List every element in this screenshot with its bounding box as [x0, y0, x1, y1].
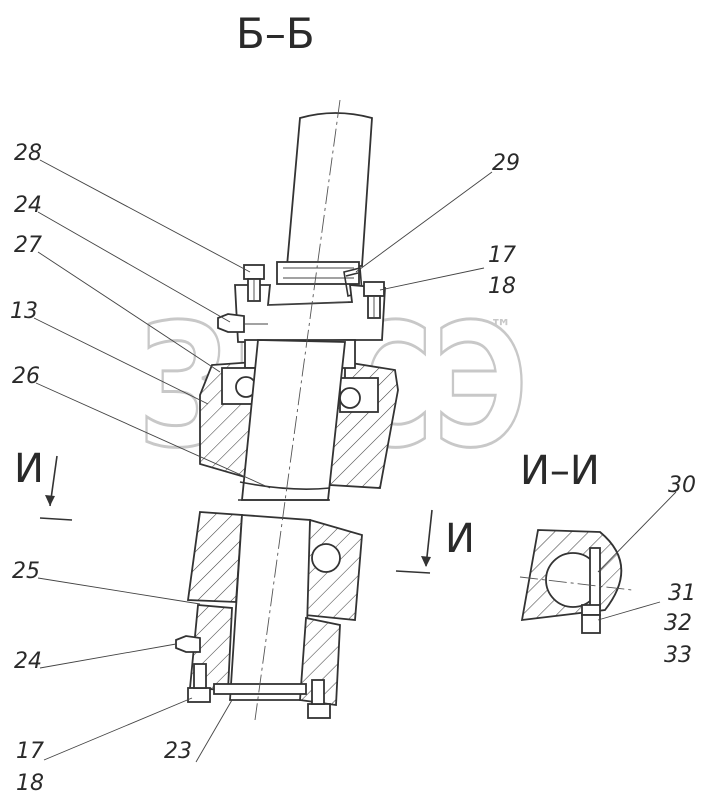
- callout-33: 33: [664, 643, 692, 668]
- view-marker-right: И: [445, 516, 475, 562]
- callout-28: 28: [14, 141, 42, 166]
- callout-26: 26: [12, 364, 40, 389]
- callout-13: 13: [10, 299, 38, 324]
- callout-23: 23: [164, 739, 192, 764]
- view-arrow-left: [39, 455, 73, 521]
- callout-32: 32: [664, 611, 692, 636]
- section-view: [519, 529, 633, 634]
- view-marker-left: И: [14, 446, 44, 492]
- upper-shaft: [276, 112, 373, 285]
- bolt-top-left: [243, 264, 265, 302]
- lower-block: [186, 511, 363, 701]
- section-title: Б–Б: [236, 9, 315, 58]
- callout-24-bottom: 24: [14, 649, 42, 674]
- callout-30: 30: [668, 473, 696, 498]
- center-line: [254, 99, 341, 721]
- callout-27: 27: [14, 233, 42, 258]
- callout-24-top: 24: [14, 193, 42, 218]
- callout-18-top: 18: [488, 274, 516, 299]
- view-title: И–И: [520, 448, 600, 494]
- bottom-plate: [187, 663, 331, 719]
- callout-29: 29: [492, 151, 520, 176]
- view-arrow-right: [395, 509, 433, 574]
- leader-lines: [33, 159, 677, 763]
- middle-shaft: [238, 339, 346, 501]
- callout-31: 31: [668, 581, 696, 606]
- callout-25: 25: [12, 559, 40, 584]
- callout-18-bottom: 18: [16, 771, 44, 796]
- grease-nipple-bottom: [175, 635, 201, 653]
- bolt-top-right: [363, 281, 385, 319]
- watermark-tm: ™: [490, 316, 512, 341]
- callout-17-bottom: 17: [16, 739, 44, 764]
- callout-17-top: 17: [488, 243, 516, 268]
